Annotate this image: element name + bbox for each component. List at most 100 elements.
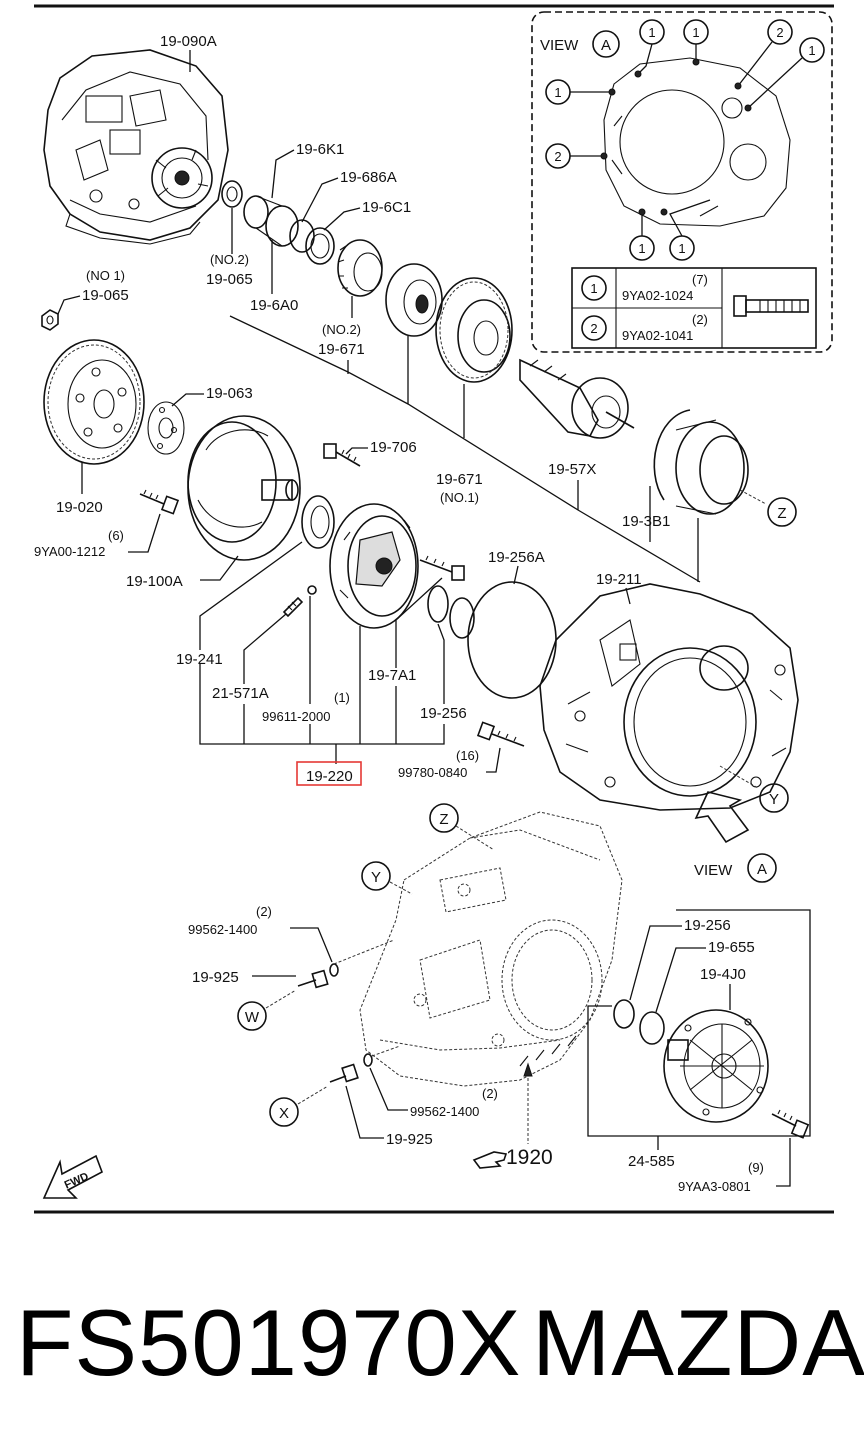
callout-x [269,1097,299,1127]
o-ring-19-655-illustration [639,1011,665,1045]
callout-z-bottom-letter: Z [439,811,448,828]
side-cover-bracket [587,909,811,1137]
bearing-19-6K1-illustration [243,195,299,247]
drum-19-3B1-illustration [675,419,749,515]
label-no1-qualifier: (NO 1) [86,268,125,283]
label-9YAA3-0801: 9YAA3-0801 [678,1179,751,1194]
caption-bar: FS501970X MAZDA [0,1288,864,1418]
label-no1-gear-qualifier: (NO.1) [440,490,479,505]
brand-caption: MAZDA [532,1290,864,1395]
label-qty-16: (16) [456,748,479,763]
fwd-label: FWD [63,1170,91,1191]
transaxle-case-illustration [359,811,623,1087]
callout-y-bottom-letter: Y [371,869,381,886]
label-19-6C1: 19-6C1 [362,199,411,216]
callout-y-bottom [361,861,391,891]
svg-text:A: A [601,37,611,54]
hand-pointer-icon [472,1151,508,1169]
callout-w [237,1001,267,1031]
label-no2-gear-qualifier: (NO.2) [322,322,361,337]
o-ring-19-256-side-illustration [613,999,635,1029]
label-qty-6: (6) [108,528,124,543]
shim-19-6C1-illustration [305,227,335,265]
svg-text:1: 1 [808,43,815,58]
label-19-671-no2: 19-671 [318,341,365,358]
callout-z-top-letter: Z [777,505,786,522]
label-19-241: 19-241 [176,651,223,668]
snap-ring-19-3B1-illustration [653,409,691,501]
svg-text:1: 1 [678,241,685,256]
svg-text:1: 1 [554,85,561,100]
housing-bolt-illustration [476,721,525,747]
label-99611-2000: 99611-2000 [262,709,330,724]
reference-1920: 1920 [506,1146,553,1169]
label-19-925-upper: 19-925 [192,969,239,986]
oil-pump-19-7A1-illustration [329,503,419,629]
label-19-925-lower: 19-925 [386,1131,433,1148]
output-shaft-19-57X-illustration [519,358,635,439]
flexplate-bolt-illustration [139,489,180,515]
cover-19-4J0-illustration [663,1009,769,1123]
bolt-table-qty-2: (2) [692,312,708,327]
label-qty-2-lower: (2) [482,1086,498,1101]
svg-text:2: 2 [776,25,783,40]
o-ring-19-256A-illustration [467,581,557,699]
label-19-211: 19-211 [596,571,642,588]
callout-z-bottom [429,803,459,833]
view-a-inset-panel: VIEW A 1 1 2 1 1 2 1 1 [531,11,833,353]
label-qty-1: (1) [334,690,350,705]
input-shaft-seal-illustration [221,180,243,208]
label-19-6K1: 19-6K1 [296,141,344,158]
bolt-icon [733,295,809,317]
view-a-callouts: 1 1 2 1 1 2 1 1 [545,19,825,261]
flexplate-19-020-illustration [43,339,145,465]
label-no2-qualifier: (NO.2) [210,252,249,267]
svg-text:1: 1 [638,241,645,256]
label-19-671-no1: 19-671 [436,471,483,488]
bolt-table-ref-2: 2 [590,321,597,336]
svg-text:1: 1 [692,25,699,40]
label-19-256-pump: 19-256 [420,705,467,722]
label-19-220: 19-220 [306,768,353,785]
view-a-pointer-circle [747,853,777,883]
part-number-caption: FS501970X [16,1290,522,1395]
oil-seal-19-241-illustration [301,495,335,549]
ball-99611-2000-illustration [307,585,317,595]
gear-19-671-no2-illustration [337,239,383,297]
callout-x-letter: X [279,1105,289,1122]
label-19-7A1: 19-7A1 [368,667,416,684]
svg-text:2: 2 [554,149,561,164]
bolt-19-706-illustration [323,443,361,467]
label-19-065-seal: 19-065 [206,271,253,288]
label-99562-1400-lower: 99562-1400 [410,1104,479,1119]
bolt-table-qty-1: (7) [692,272,708,287]
label-19-065-nut: 19-065 [82,287,129,304]
label-21-571A: 21-571A [212,685,269,702]
drain-plug-upper-illustration [297,963,339,989]
bolt-table: 1 2 (7) 9YA02-1024 (2) 9YA02-1041 [571,267,817,349]
label-19-686A: 19-686A [340,169,397,186]
bolt-table-part-1: 9YA02-1024 [622,288,693,303]
callout-y-top-letter: Y [769,791,779,808]
planetary-carrier-illustration [385,263,443,337]
label-19-4J0: 19-4J0 [700,966,746,983]
label-19-063: 19-063 [206,385,253,402]
o-ring-19-256-illustration [427,585,475,639]
bolt-table-ref-1: 1 [590,281,597,296]
label-19-256A: 19-256A [488,549,545,566]
plate-19-063-illustration [147,401,185,455]
callout-y-top [759,783,789,813]
label-19-57X: 19-57X [548,461,596,478]
label-19-6A0: 19-6A0 [250,297,298,314]
label-99780-0840: 99780-0840 [398,765,467,780]
label-19-655: 19-655 [708,939,755,956]
view-a-pointer-label: VIEW [694,862,733,879]
label-19-3B1: 19-3B1 [622,513,670,530]
converter-housing-19-211-illustration [539,583,799,811]
label-24-585: 24-585 [628,1153,675,1170]
cover-bolt-9YAA3-0801-illustration [771,1109,810,1139]
label-qty-2-upper: (2) [256,904,272,919]
bolt-table-part-2: 9YA02-1041 [622,328,693,343]
label-19-256-side: 19-256 [684,917,731,934]
view-a-title: VIEW [540,37,579,54]
